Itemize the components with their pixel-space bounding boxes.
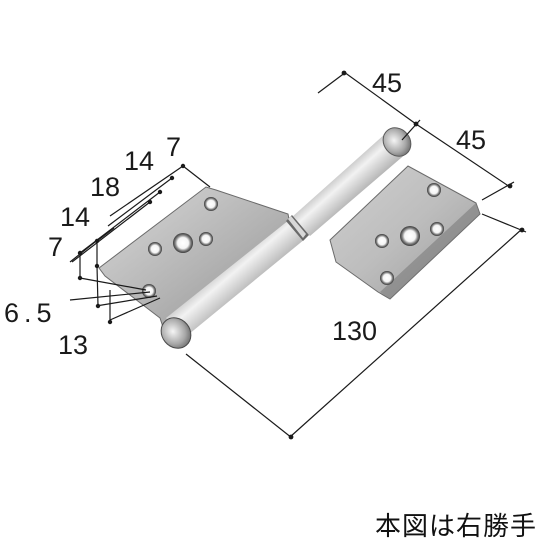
dim-label-13: 13 xyxy=(58,330,88,360)
dim-label-7-top: 7 xyxy=(166,132,181,162)
left-leaf-center-hole xyxy=(173,233,193,253)
left-leaf-hole xyxy=(204,197,218,211)
drawing-caption: 本図は右勝手 xyxy=(374,512,537,542)
dim-label-top-right-45: 45 xyxy=(456,125,486,155)
dim-label-14-left: 14 xyxy=(60,202,90,232)
left-leaf-hole xyxy=(148,242,162,256)
dim-label-7-left: 7 xyxy=(48,232,63,262)
dim-label-6-5: 6.5 xyxy=(4,298,57,328)
dim-label-overall-130: 130 xyxy=(332,316,377,346)
left-leaf-hole xyxy=(199,232,213,246)
right-leaf-hole xyxy=(427,183,441,197)
dimension-lines xyxy=(69,70,527,440)
right-leaf-hole xyxy=(375,234,389,248)
right-leaf-hole xyxy=(380,271,394,285)
right-leaf-hole xyxy=(430,222,444,236)
barrel-bottom-cap xyxy=(160,317,192,349)
right-leaf-center-hole xyxy=(400,226,420,246)
dim-label-top-left-45: 45 xyxy=(372,68,402,98)
dim-label-18: 18 xyxy=(90,172,120,202)
dim-label-14-top: 14 xyxy=(124,146,154,176)
hinge-barrel xyxy=(160,127,412,349)
left-leaf-hole xyxy=(142,284,156,298)
